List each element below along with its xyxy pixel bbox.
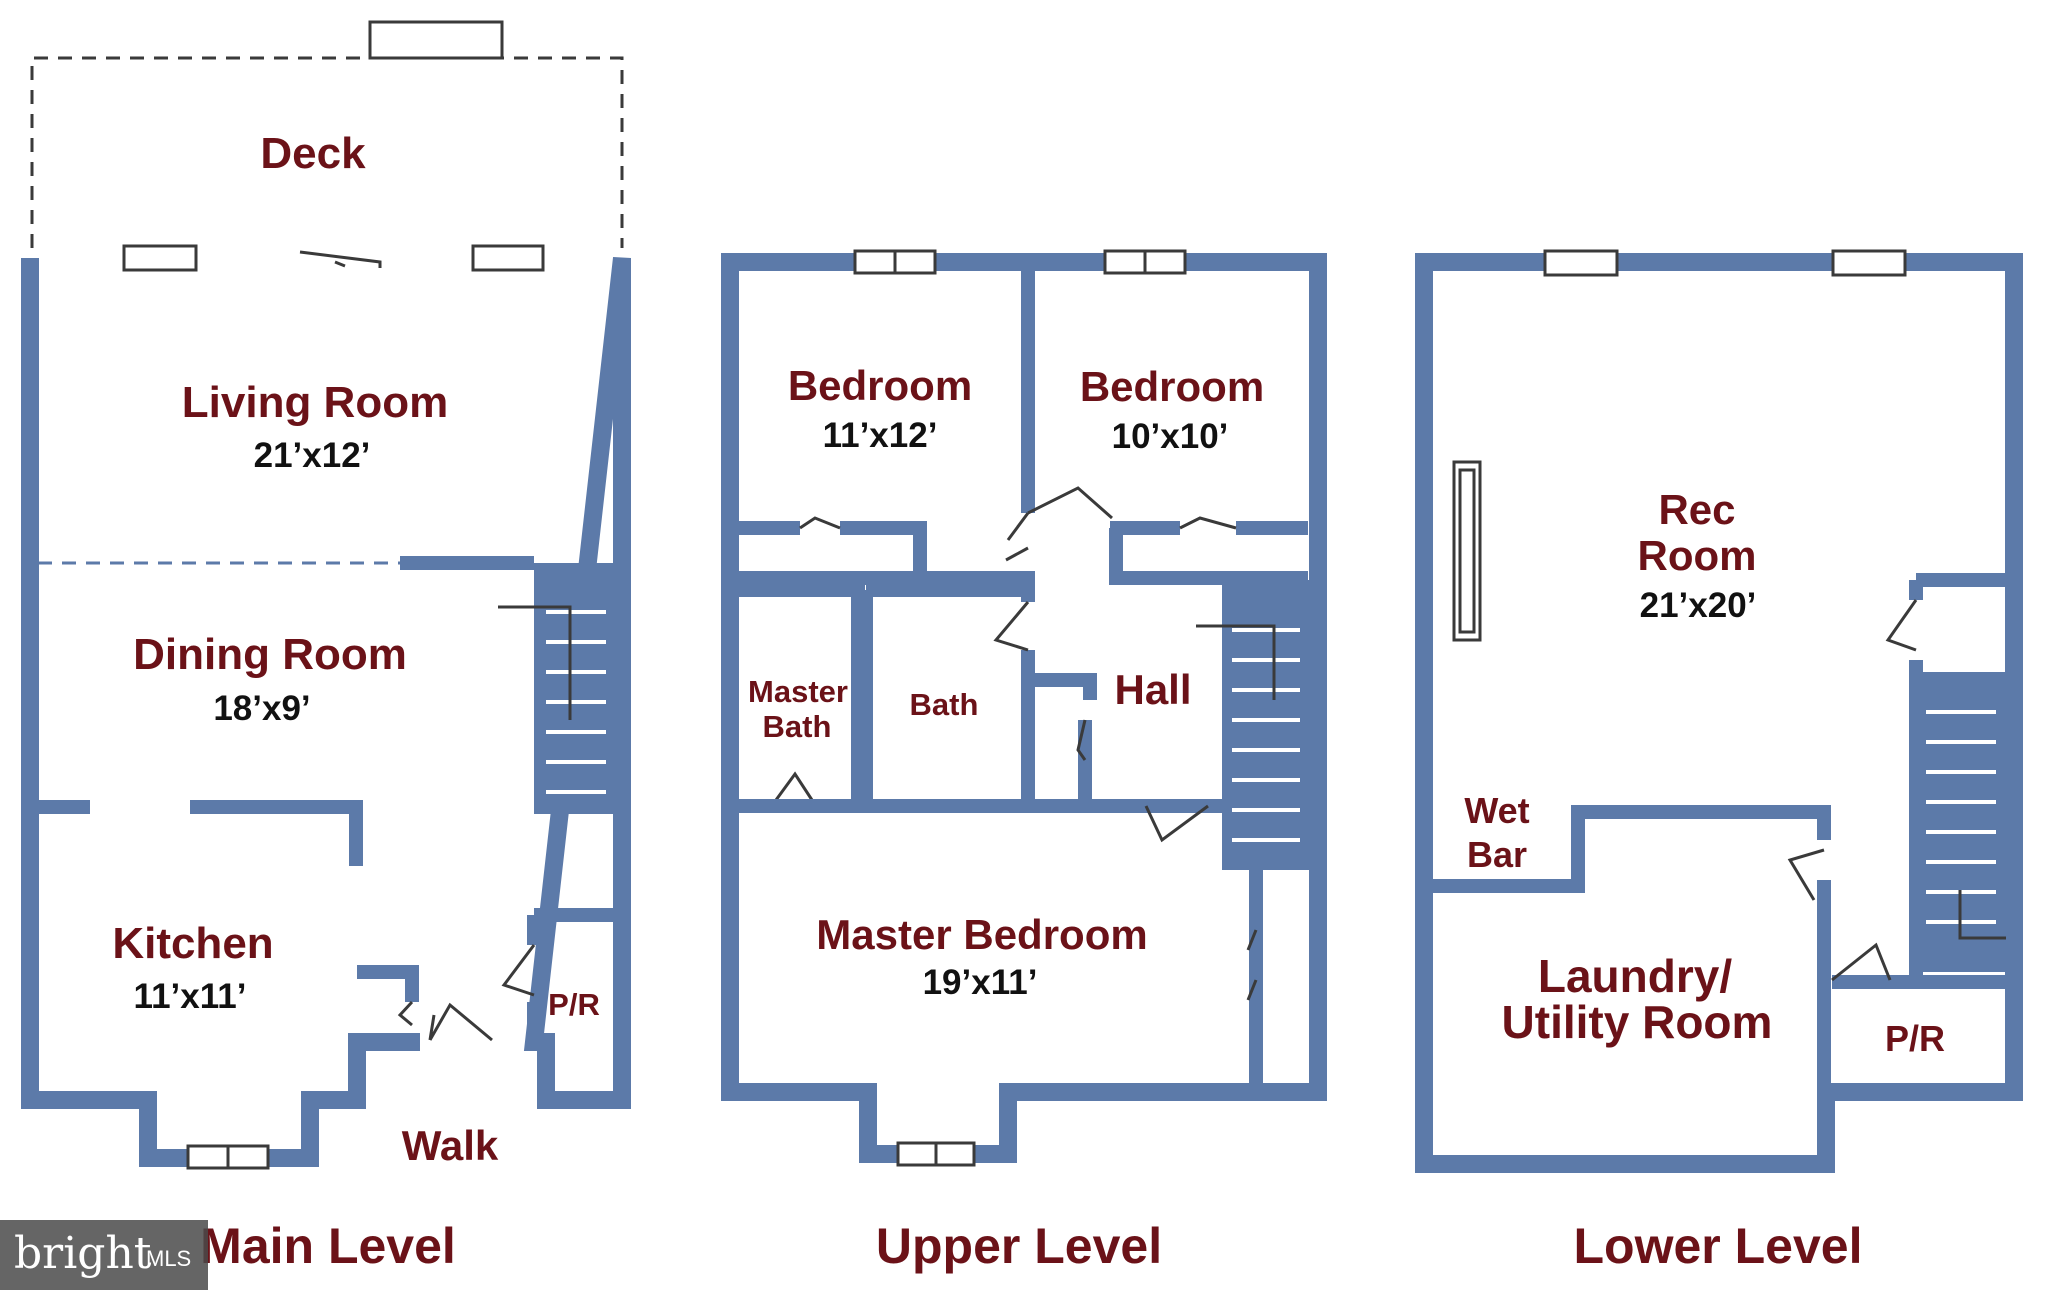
- master-bath-label-line1: Master: [748, 674, 848, 709]
- dining-room-size: 18’x9’: [213, 689, 310, 728]
- lower-stair-rail: [1958, 890, 2006, 940]
- main-stairs: [534, 563, 614, 808]
- living-room-label: Living Room: [182, 378, 448, 427]
- deck-label: Deck: [260, 129, 366, 178]
- main-pr-door: [501, 944, 536, 997]
- master-bedroom-label: Master Bedroom: [816, 911, 1147, 958]
- walk-label: Walk: [402, 1122, 499, 1169]
- laundry-door: [1787, 848, 1825, 901]
- upper-level-title: Upper Level: [876, 1218, 1162, 1274]
- master-bedroom-size: 19’x11’: [923, 963, 1038, 1002]
- master-bath-wall: [738, 583, 865, 800]
- upper-stair-rail: [1196, 624, 1276, 700]
- bedroom-1-size: 11’x12’: [823, 416, 938, 455]
- watermark-brand: bright: [14, 1228, 152, 1279]
- upper-stair-steps: [1232, 628, 1300, 842]
- master-bedroom-door: [1144, 804, 1209, 843]
- bedroom-2-label: Bedroom: [1080, 363, 1264, 410]
- kitchen-label: Kitchen: [112, 919, 273, 968]
- bright-mls-watermark: bright MLS: [0, 1220, 208, 1290]
- bedroom2-door: [1006, 486, 1113, 541]
- bedroom-2-size: 10’x10’: [1112, 417, 1229, 456]
- lower-level-labels: Rec Room 21’x20’ Wet Bar Laundry/ Utilit…: [1464, 486, 1945, 1274]
- lower-powder-room-label: P/R: [1885, 1018, 1945, 1059]
- kitchen-size: 11’x11’: [134, 977, 247, 1016]
- wet-bar-label-line1: Wet: [1464, 790, 1529, 831]
- main-slider-gap: [272, 250, 382, 268]
- lower-level-title: Lower Level: [1574, 1218, 1863, 1274]
- bath-label: Bath: [910, 687, 979, 722]
- main-window-2: [471, 244, 545, 272]
- lower-level-plan: [1415, 249, 2023, 1173]
- bedroom1-closet: [738, 521, 927, 578]
- master-bath-label-line2: Bath: [763, 709, 832, 744]
- laundry-top-wall: [1432, 805, 1831, 893]
- hall-label: Hall: [1114, 666, 1191, 713]
- rec-room-label-line1: Rec: [1658, 486, 1735, 533]
- main-level-labels: Deck Living Room 21’x12’ Dining Room 18’…: [112, 129, 600, 1274]
- main-outer-wall: [21, 256, 631, 1167]
- bath-door: [993, 601, 1030, 652]
- upper-outer-wall: [721, 253, 1327, 1163]
- main-level-plan: [21, 20, 631, 1170]
- wet-bar-label-line2: Bar: [1467, 834, 1527, 875]
- deck-grill: [368, 20, 504, 60]
- rec-room-size: 21’x20’: [1640, 586, 1757, 625]
- watermark-suffix: MLS: [146, 1246, 191, 1271]
- main-stair-rail: [498, 605, 572, 720]
- bedroom-1-label: Bedroom: [788, 362, 972, 409]
- main-closet: [357, 965, 420, 1047]
- rec-room-label-line2: Room: [1638, 532, 1757, 579]
- kitchen-wall-right: [190, 800, 363, 866]
- laundry-label-line1: Laundry/: [1538, 950, 1732, 1002]
- deck-outline: [30, 56, 624, 248]
- main-level-title: Main Level: [200, 1218, 456, 1274]
- upper-level-labels: Bedroom 11’x12’ Bedroom 10’x10’ Master B…: [748, 362, 1264, 1274]
- living-room-size: 21’x12’: [254, 436, 371, 475]
- lower-window-2: [1831, 249, 1907, 277]
- lower-pr-door: [1831, 942, 1892, 982]
- main-slider-door: [299, 250, 382, 268]
- main-entry-door: [428, 1002, 493, 1042]
- upper-stairs: [1222, 580, 1310, 870]
- master-bath-door: [774, 771, 814, 801]
- lower-window-1: [1543, 249, 1619, 277]
- main-window-1: [122, 244, 198, 272]
- upper-level-plan: [721, 249, 1327, 1167]
- laundry-label-line2: Utility Room: [1502, 996, 1773, 1048]
- main-powder-room-label: P/R: [548, 987, 600, 1022]
- main-stair-steps: [546, 610, 606, 794]
- watermark-background: [0, 1220, 208, 1290]
- dining-room-label: Dining Room: [133, 630, 407, 679]
